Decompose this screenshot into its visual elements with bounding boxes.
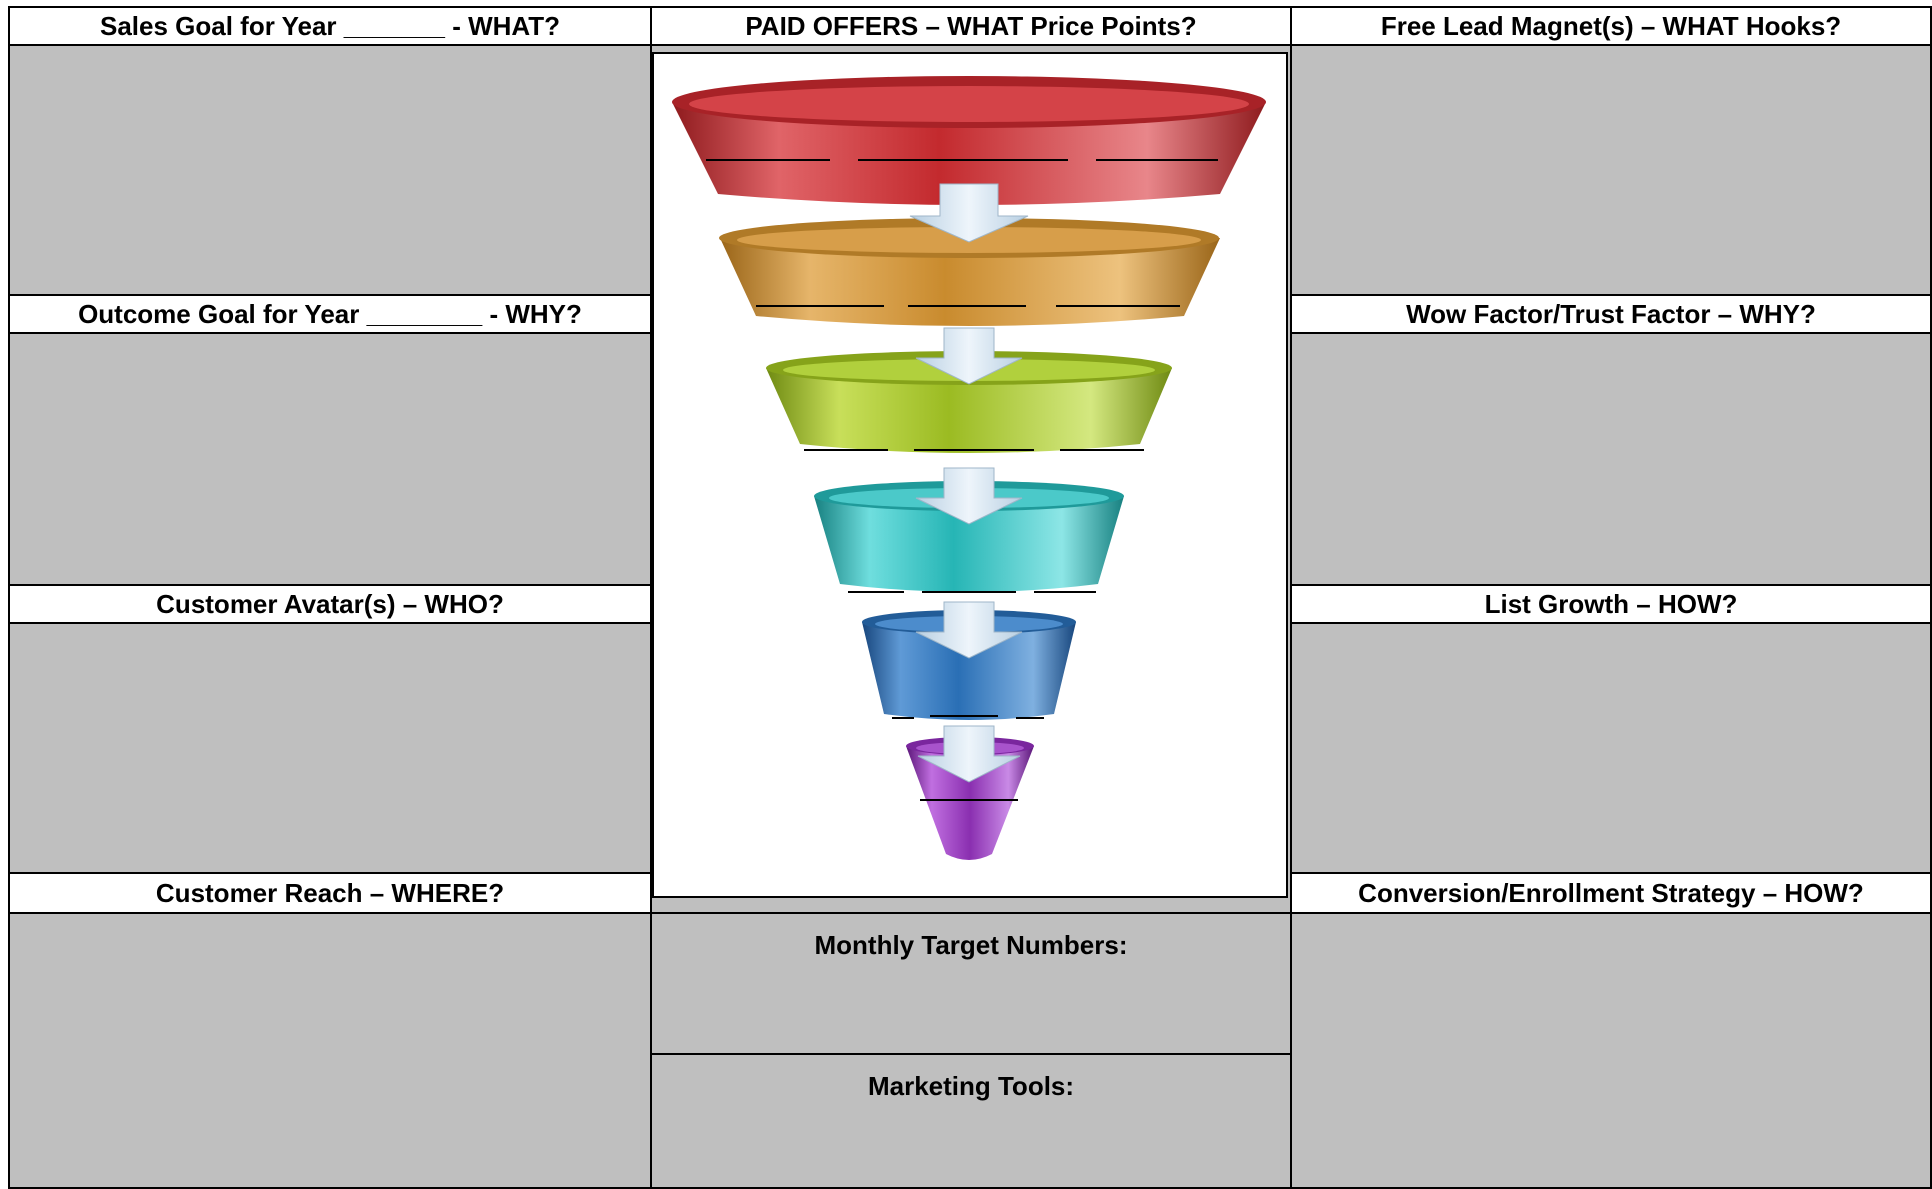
paid-offers-header: PAID OFFERS – WHAT Price Points? (650, 6, 1292, 46)
funnel-tier-5 (862, 610, 1076, 720)
sales-goal-header: Sales Goal for Year _______ - WHAT? (8, 6, 652, 46)
customer-avatar-area[interactable] (8, 622, 652, 874)
funnel-arrow-2 (915, 327, 1023, 385)
customer-reach-header: Customer Reach – WHERE? (8, 872, 652, 914)
monthly-targets-box[interactable]: Monthly Target Numbers: (650, 912, 1292, 1055)
list-growth-area[interactable] (1290, 622, 1932, 874)
outcome-goal-header: Outcome Goal for Year ________ - WHY? (8, 294, 652, 334)
conversion-header: Conversion/Enrollment Strategy – HOW? (1290, 872, 1932, 914)
conversion-area[interactable] (1290, 912, 1932, 1189)
sales-funnel-graphic (672, 76, 1266, 860)
customer-reach-area[interactable] (8, 912, 652, 1189)
customer-avatar-header: Customer Avatar(s) – WHO? (8, 584, 652, 624)
funnel-tier-2 (719, 218, 1220, 326)
list-growth-header: List Growth – HOW? (1290, 584, 1932, 624)
marketing-tools-label: Marketing Tools: (867, 1071, 1075, 1101)
wow-factor-header: Wow Factor/Trust Factor – WHY? (1290, 294, 1932, 334)
lead-magnet-header: Free Lead Magnet(s) – WHAT Hooks? (1290, 6, 1932, 46)
funnel-arrow-1 (909, 183, 1029, 243)
funnel-arrow-4 (915, 601, 1023, 659)
wow-factor-area[interactable] (1290, 332, 1932, 586)
sales-goal-area[interactable] (8, 44, 652, 296)
funnel-image (652, 52, 1288, 898)
lead-magnet-area[interactable] (1290, 44, 1932, 296)
funnel-tier-1 (672, 76, 1266, 205)
outcome-goal-area[interactable] (8, 332, 652, 586)
funnel-tier-3 (766, 351, 1172, 453)
monthly-targets-label: Monthly Target Numbers: (814, 930, 1128, 960)
funnel-arrow-3 (915, 467, 1023, 525)
funnel-arrow-5 (917, 725, 1021, 783)
marketing-tools-box[interactable]: Marketing Tools: (650, 1053, 1292, 1189)
